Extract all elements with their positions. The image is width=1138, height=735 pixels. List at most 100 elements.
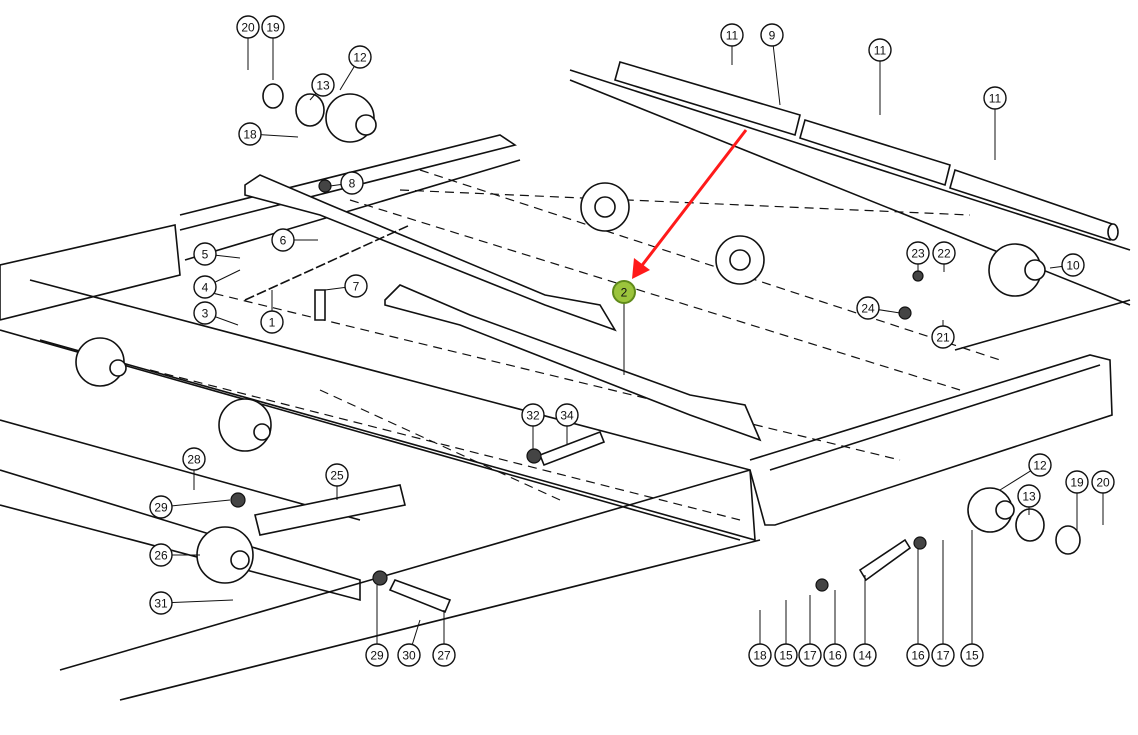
callout-number: 17 <box>936 649 950 663</box>
callout-number: 15 <box>965 649 979 663</box>
callout-number: 8 <box>349 177 356 191</box>
callout-circle <box>521 403 545 427</box>
callout-circle <box>397 643 421 667</box>
callout-3: 3 <box>193 301 217 325</box>
callout-1: 1 <box>260 310 284 334</box>
callout-circle <box>193 301 217 325</box>
callout-circle <box>798 643 822 667</box>
callout-20: 20 <box>236 15 260 39</box>
callout-9: 9 <box>760 23 784 47</box>
pointer-arrow-line <box>638 129 748 269</box>
callout-number: 7 <box>353 280 360 294</box>
callout-2: 2 <box>612 280 636 304</box>
callout-circle <box>868 38 892 62</box>
callout-14: 14 <box>853 643 877 667</box>
callout-circle <box>271 228 295 252</box>
callout-circle <box>931 325 955 349</box>
callout-28: 28 <box>182 447 206 471</box>
callout-circle <box>906 643 930 667</box>
callout-27: 27 <box>432 643 456 667</box>
callout-25: 25 <box>325 463 349 487</box>
callout-number: 34 <box>560 409 574 423</box>
callout-number: 12 <box>1033 459 1047 473</box>
callout-circle <box>1091 470 1115 494</box>
callout-18: 18 <box>748 643 772 667</box>
callout-number: 29 <box>370 649 384 663</box>
callout-number: 18 <box>243 128 257 142</box>
callout-circle <box>555 403 579 427</box>
callout-22: 22 <box>932 241 956 265</box>
callout-12: 12 <box>1028 453 1052 477</box>
pointer-arrow-head <box>632 258 650 279</box>
callout-number: 1 <box>269 316 276 330</box>
callout-number: 20 <box>241 21 255 35</box>
callout-circle <box>340 171 364 195</box>
callout-number: 32 <box>526 409 540 423</box>
callout-32: 32 <box>521 403 545 427</box>
callout-circle <box>344 274 368 298</box>
callout-16: 16 <box>823 643 847 667</box>
callout-number: 24 <box>861 302 875 316</box>
callout-number: 6 <box>280 234 287 248</box>
callout-number: 30 <box>402 649 416 663</box>
callout-23: 23 <box>906 241 930 265</box>
callout-circle <box>1061 253 1085 277</box>
callout-15: 15 <box>774 643 798 667</box>
callout-circle <box>720 23 744 47</box>
callout-number: 11 <box>726 29 739 43</box>
callout-circle <box>612 280 636 304</box>
callout-circle <box>906 241 930 265</box>
callout-number: 11 <box>874 44 887 58</box>
callout-number: 4 <box>202 281 209 295</box>
callout-number: 3 <box>202 307 209 321</box>
callout-number: 15 <box>779 649 793 663</box>
callout-circle <box>823 643 847 667</box>
callout-6: 6 <box>271 228 295 252</box>
callout-circle <box>348 45 372 69</box>
callout-number: 27 <box>437 649 451 663</box>
callout-24: 24 <box>856 296 880 320</box>
callout-number: 13 <box>1022 490 1036 504</box>
leader-line <box>160 599 234 604</box>
callout-circle <box>193 242 217 266</box>
callout-number: 19 <box>1070 476 1084 490</box>
callout-circle <box>960 643 984 667</box>
callout-circle <box>748 643 772 667</box>
callout-number: 18 <box>753 649 767 663</box>
callout-11: 11 <box>720 23 744 47</box>
callout-29: 29 <box>365 643 389 667</box>
callout-number: 11 <box>989 92 1002 106</box>
callout-17: 17 <box>798 643 822 667</box>
callout-8: 8 <box>340 171 364 195</box>
frame-structure <box>0 61 1131 701</box>
callout-17: 17 <box>931 643 955 667</box>
callout-circle <box>1028 453 1052 477</box>
callout-circle <box>238 122 262 146</box>
leader-line <box>771 34 781 106</box>
callout-34: 34 <box>555 403 579 427</box>
callout-number: 22 <box>937 247 951 261</box>
callout-circle <box>149 543 173 567</box>
callout-number: 2 <box>621 286 628 300</box>
callout-number: 9 <box>769 29 776 43</box>
callout-circle <box>432 643 456 667</box>
callout-11: 11 <box>868 38 892 62</box>
callout-circle <box>760 23 784 47</box>
callout-number: 23 <box>911 247 925 261</box>
callout-circle <box>325 463 349 487</box>
callout-circle <box>193 275 217 299</box>
callout-19: 19 <box>261 15 285 39</box>
callout-number: 12 <box>353 51 367 65</box>
callout-circle <box>932 241 956 265</box>
callout-12: 12 <box>348 45 372 69</box>
callout-5: 5 <box>193 242 217 266</box>
callout-number: 16 <box>828 649 842 663</box>
callout-number: 14 <box>858 649 872 663</box>
callout-number: 26 <box>154 549 168 563</box>
callout-number: 25 <box>330 469 344 483</box>
callout-21: 21 <box>931 325 955 349</box>
callout-29: 29 <box>149 495 173 519</box>
callout-circle <box>1065 470 1089 494</box>
